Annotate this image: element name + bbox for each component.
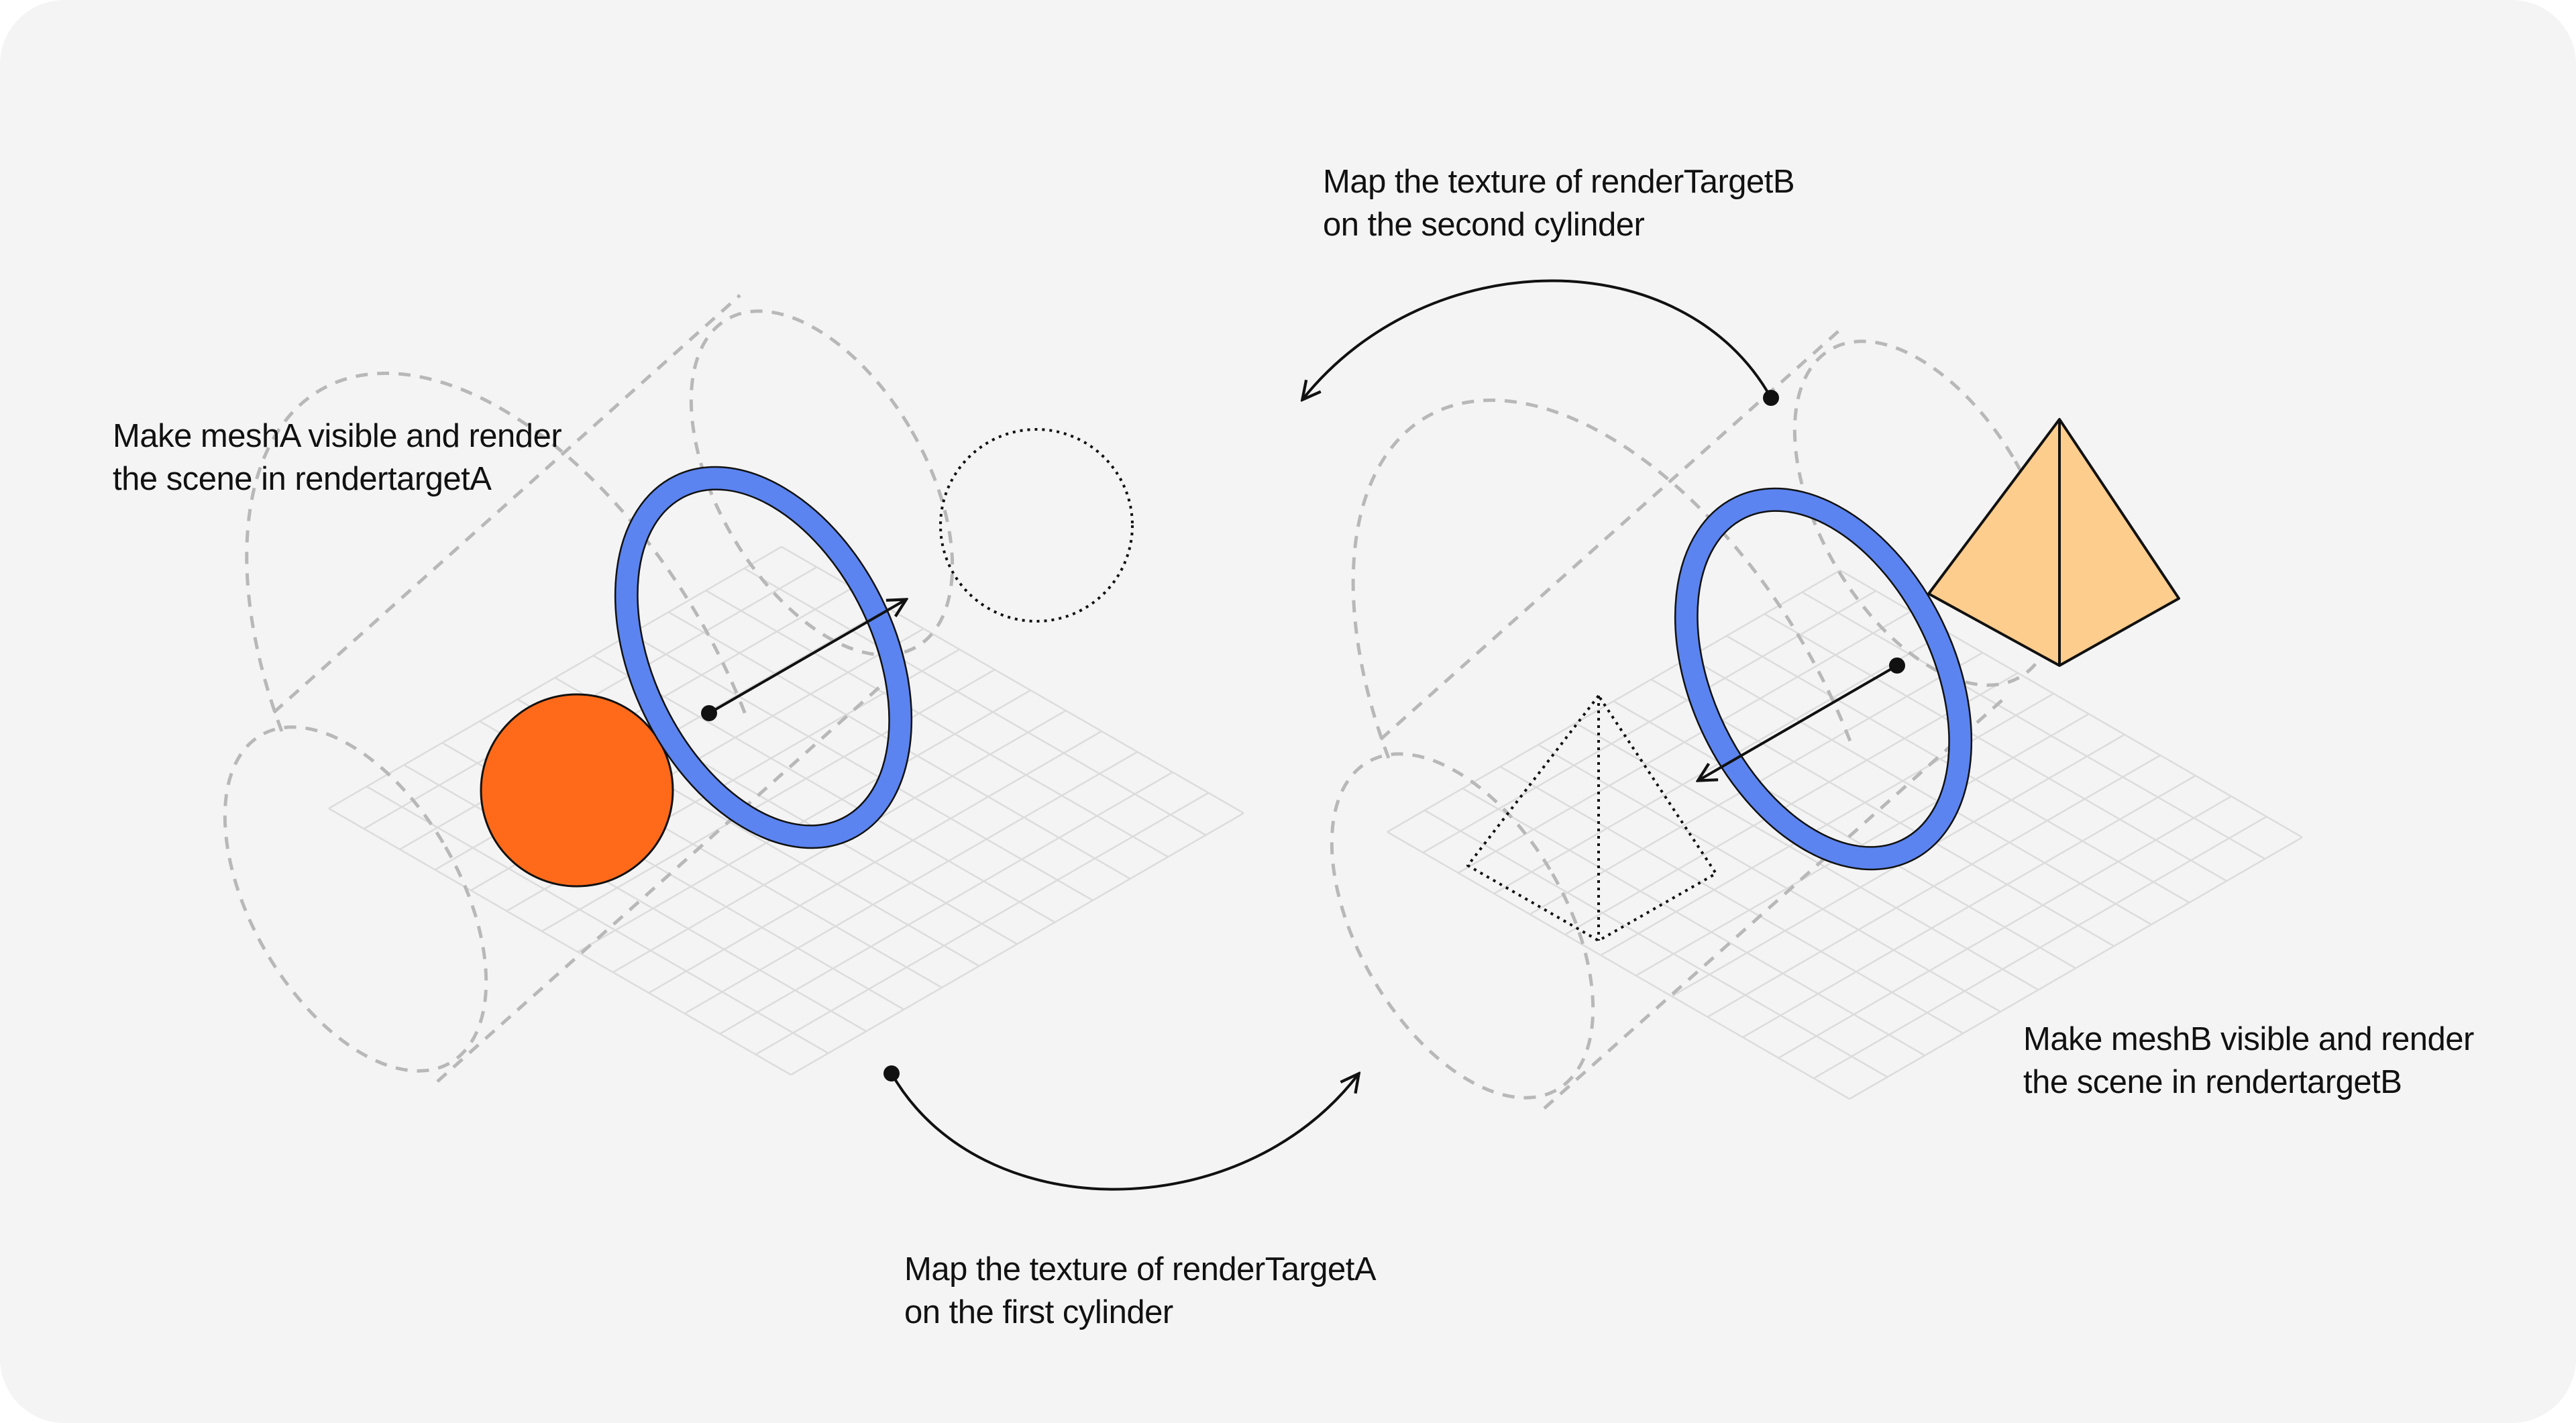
camera-direction-arrow-left: [708, 600, 906, 715]
left-scene: [223, 294, 1244, 1083]
annotation-mesh-a-line2: the scene in rendertargetA: [113, 461, 492, 497]
camera-origin-right: [1889, 657, 1905, 674]
annotation-mesh-a: Make meshA visible and render the scene …: [113, 415, 562, 500]
floor-grid-right: [1387, 569, 2303, 1100]
annotation-mesh-b-line2: the scene in rendertargetB: [2023, 1064, 2402, 1100]
annotation-mesh-b-line1: Make meshB visible and render: [2023, 1021, 2474, 1057]
ring-right: [1674, 488, 1972, 870]
annotation-mesh-a-line1: Make meshA visible and render: [113, 418, 562, 454]
camera-origin-left: [701, 705, 717, 721]
pyramid-mesh-b: [1927, 418, 2180, 667]
annotation-texture-b: Map the texture of renderTargetB on the …: [1323, 160, 1795, 246]
flow-arrow-top: [1303, 279, 1779, 406]
camera-direction-arrow-right: [1699, 664, 1898, 780]
floor-grid-left: [328, 545, 1244, 1076]
annotation-mesh-b: Make meshB visible and render the scene …: [2023, 1018, 2474, 1104]
flow-arrow-bottom: [883, 1065, 1358, 1191]
sphere-mesh-a: [480, 693, 674, 888]
annotation-texture-b-line2: on the second cylinder: [1323, 207, 1645, 243]
annotation-texture-a: Map the texture of renderTargetA on the …: [904, 1248, 1377, 1334]
ghost-pyramid-outline: [1466, 694, 1717, 942]
cylinder-left: [223, 294, 955, 1083]
annotation-texture-a-line1: Map the texture of renderTargetA: [904, 1251, 1377, 1287]
cylinder-right: [1330, 325, 2058, 1110]
ghost-sphere-outline: [939, 428, 1134, 623]
annotation-texture-a-line2: on the first cylinder: [904, 1294, 1173, 1330]
annotation-texture-b-line1: Map the texture of renderTargetB: [1323, 164, 1795, 200]
right-scene: [1330, 325, 2303, 1110]
